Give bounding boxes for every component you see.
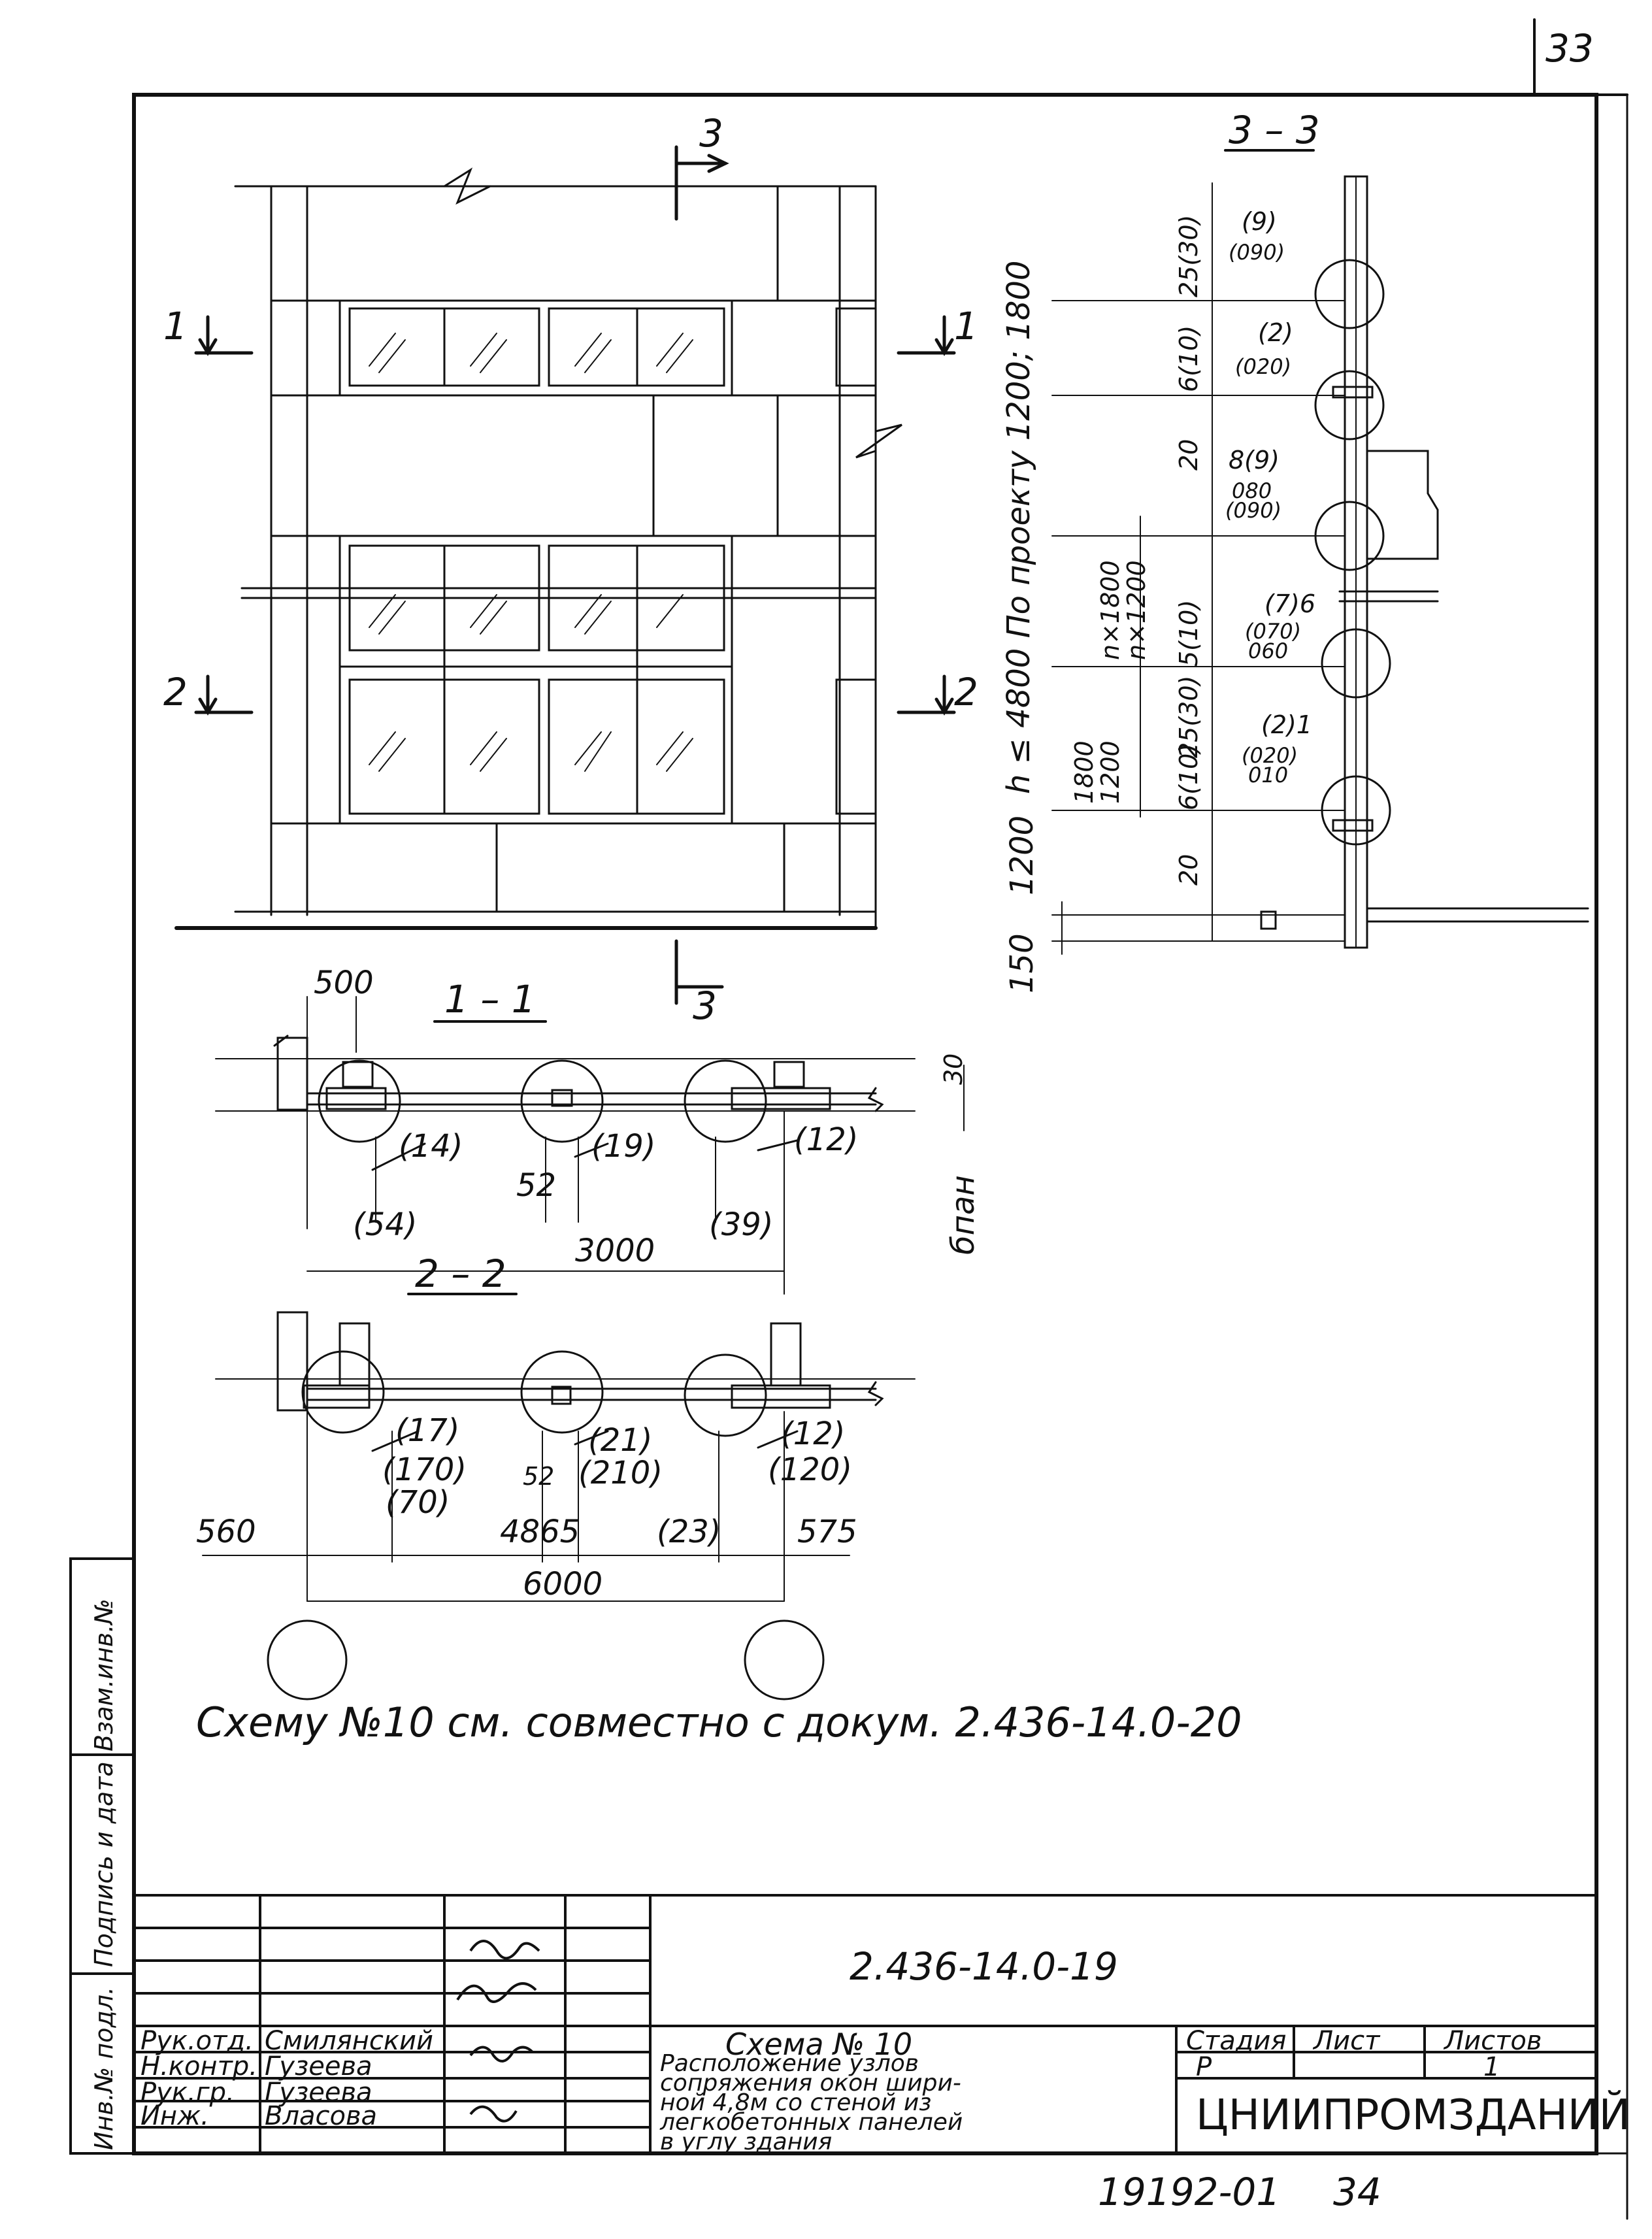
p22-node-21: (21) bbox=[588, 1422, 653, 1459]
cut-mark-3-bottom: 3 bbox=[693, 984, 717, 1028]
cut-mark-1-left: 1 bbox=[163, 304, 188, 348]
dim-20-a: 20 bbox=[1174, 439, 1203, 471]
cut-mark-3-top: 3 bbox=[699, 111, 723, 156]
cut-mark-1-right: 1 bbox=[954, 304, 978, 348]
role-ruk-otd: Рук.отд. bbox=[140, 2026, 254, 2056]
title-line-3: сопряжения окон шири- bbox=[660, 2070, 961, 2097]
title-line-2: Расположение узлов bbox=[660, 2050, 919, 2077]
name-guzeeva-2: Гузеева bbox=[265, 2078, 372, 2108]
organization-name: ЦНИИПРОМЗДАНИЙ bbox=[1196, 2091, 1630, 2140]
dim-5-10: 5(10) bbox=[1174, 599, 1203, 667]
dim-1800: 1800 bbox=[1070, 740, 1099, 804]
p22-node-23: (23) bbox=[657, 1514, 721, 1550]
p22-node-210: (210) bbox=[578, 1455, 663, 1491]
title-line-1: Схема № 10 bbox=[725, 2027, 913, 2062]
node-020: (020) bbox=[1235, 354, 1292, 379]
p11-dim-30: 30 bbox=[939, 1053, 968, 1085]
name-smilyansky: Смилянский bbox=[265, 2026, 434, 2056]
dim-6-10-b: 6(10) bbox=[1174, 743, 1203, 810]
node-080: 080 bbox=[1232, 478, 1272, 503]
dim-150: 150 bbox=[1004, 933, 1040, 993]
facade-elevation bbox=[174, 167, 902, 930]
sheet-value: 1 bbox=[1483, 2052, 1500, 2082]
p11-node-14: (14) bbox=[399, 1128, 463, 1165]
plan-2-2-linework bbox=[202, 1293, 916, 1700]
dim-6-10-a: 6(10) bbox=[1174, 325, 1203, 392]
p22-node-120: (120) bbox=[768, 1451, 853, 1488]
p11-dim-52: 52 bbox=[516, 1167, 557, 1204]
node-2: (2) bbox=[1258, 318, 1293, 347]
node-020b: (020) bbox=[1242, 743, 1298, 768]
p22-dim-575: 575 bbox=[797, 1514, 857, 1550]
bottom-code: 19192-01 bbox=[1098, 2170, 1281, 2214]
side-stamp-vzam: Взам.инв.№ bbox=[90, 1599, 118, 1751]
side-stamp-inv-podl: Инв.№ подл. bbox=[90, 1986, 118, 2150]
section-3-3-linework bbox=[1051, 149, 1589, 955]
side-stamp-box bbox=[69, 1557, 135, 2155]
signatures bbox=[456, 1940, 540, 2123]
name-guzeeva-1: Гузеева bbox=[265, 2051, 372, 2081]
section-title-1-1: 1 – 1 bbox=[444, 977, 536, 1021]
dim-1200-a: 1200 bbox=[1096, 740, 1125, 804]
dim-1200: 1200 bbox=[1004, 815, 1040, 895]
title-block-code: 2.436-14.0-19 bbox=[850, 1944, 1118, 1989]
dim-nx1800: n×1800 bbox=[1096, 560, 1125, 660]
p22-node-170: (170) bbox=[382, 1451, 467, 1488]
plan-1-1-linework bbox=[215, 996, 965, 1295]
title-line-4: ной 4,8м со стеной из bbox=[660, 2089, 932, 2116]
p22-dim-4865: 4865 bbox=[500, 1514, 580, 1550]
stage-value: Р bbox=[1196, 2052, 1212, 2082]
p22-node-12: (12) bbox=[781, 1416, 846, 1452]
title-line-6: в углу здания bbox=[660, 2129, 833, 2155]
node-090b: (090) bbox=[1225, 498, 1282, 523]
node-2-1: (2)1 bbox=[1261, 710, 1313, 739]
sheet-header: Лист bbox=[1313, 2026, 1380, 2056]
node-070: (070) bbox=[1245, 619, 1302, 644]
p22-node-70: (70) bbox=[386, 1484, 450, 1521]
bottom-page: 34 bbox=[1333, 2170, 1381, 2214]
node-060: 060 bbox=[1248, 639, 1289, 663]
title-line-5: легкобетонных панелей bbox=[660, 2109, 963, 2136]
dim-h-note: h ≤ 4800 По проекту 1200; 1800 bbox=[1000, 260, 1037, 794]
dim-20-b: 20 bbox=[1174, 854, 1203, 886]
title-block-lines bbox=[133, 1894, 1598, 2155]
p22-dim-560: 560 bbox=[196, 1514, 256, 1550]
p11-dim-3000: 3000 bbox=[575, 1233, 655, 1269]
side-stamp-podpis: Подпись и дата bbox=[90, 1761, 118, 1967]
p11-bpan: бпан bbox=[945, 1175, 982, 1255]
section-markers bbox=[194, 145, 956, 1005]
p11-node-19: (19) bbox=[591, 1128, 656, 1165]
dim-nx1200: n×1200 bbox=[1122, 560, 1151, 660]
dim-25-30-a: 25(30) bbox=[1174, 214, 1203, 297]
sheet-frame bbox=[132, 93, 1598, 2155]
node-090: (090) bbox=[1229, 240, 1285, 265]
sheet-corner-number: 33 bbox=[1545, 26, 1594, 71]
stage-header: Стадия bbox=[1186, 2026, 1287, 2056]
p11-node-39: (39) bbox=[709, 1206, 774, 1243]
p22-dim-6000: 6000 bbox=[523, 1566, 603, 1602]
node-7-6: (7)6 bbox=[1264, 589, 1316, 618]
name-vlasova: Власова bbox=[265, 2101, 378, 2131]
sheets-header: Листов bbox=[1444, 2026, 1542, 2056]
cut-mark-2-left: 2 bbox=[163, 670, 188, 714]
drawing-note: Схему №10 см. совместно с докум. 2.436-1… bbox=[196, 1699, 1242, 1746]
role-n-kontr: Н.контр. bbox=[140, 2051, 257, 2081]
node-8-9: 8(9) bbox=[1229, 446, 1280, 474]
p22-node-17: (17) bbox=[395, 1412, 460, 1449]
role-ruk-gr: Рук.гр. bbox=[140, 2078, 235, 2108]
section-title-2-2: 2 – 2 bbox=[415, 1252, 506, 1296]
node-010: 010 bbox=[1248, 763, 1289, 788]
p11-node-54: (54) bbox=[353, 1206, 418, 1243]
node-9: (9) bbox=[1242, 207, 1277, 236]
section-title-3-3: 3 – 3 bbox=[1229, 108, 1320, 152]
cut-mark-2-right: 2 bbox=[954, 670, 978, 714]
role-inzh: Инж. bbox=[140, 2101, 209, 2131]
p11-node-12: (12) bbox=[794, 1121, 859, 1158]
p22-dim-52: 52 bbox=[523, 1462, 555, 1491]
p11-dim-500: 500 bbox=[314, 965, 374, 1001]
